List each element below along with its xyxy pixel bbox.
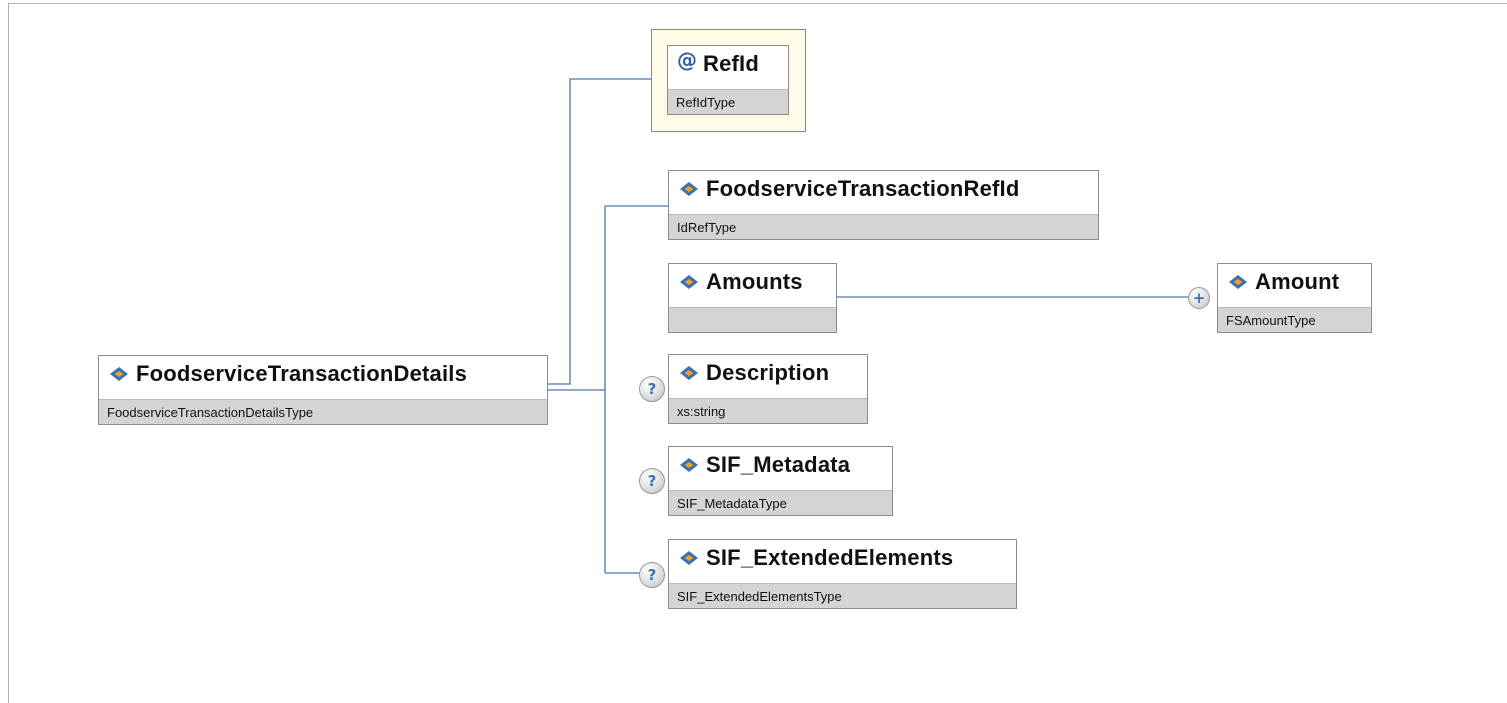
- element-icon: [680, 182, 698, 196]
- element-icon: [680, 551, 698, 565]
- element-icon: [110, 367, 128, 381]
- expand-plus-icon[interactable]: +: [1188, 287, 1210, 309]
- optional-question-icon: ?: [639, 468, 665, 494]
- amount-element-node[interactable]: Amount FSAmountType: [1217, 263, 1372, 333]
- element-name: FoodserviceTransactionDetails: [136, 361, 468, 386]
- child-element-node[interactable]: Amounts: [668, 263, 837, 333]
- element-type: SIF_MetadataType: [669, 490, 892, 515]
- connector-root-attribute: [548, 78, 651, 385]
- element-type: SIF_ExtendedElementsType: [669, 583, 1016, 608]
- attribute-node-refid[interactable]: @ RefId RefIdType: [667, 45, 789, 115]
- element-type: FSAmountType: [1218, 307, 1371, 332]
- element-name: Amounts: [706, 269, 803, 294]
- element-name: SIF_Metadata: [706, 452, 851, 477]
- attribute-name: RefId: [703, 51, 759, 76]
- child-element-node[interactable]: FoodserviceTransactionRefId IdRefType: [668, 170, 1099, 240]
- element-name: Description: [706, 360, 830, 385]
- element-icon: [680, 458, 698, 472]
- element-icon: [1229, 275, 1247, 289]
- element-type: IdRefType: [669, 214, 1098, 239]
- optional-question-icon: ?: [639, 376, 665, 402]
- attributes-group: @ RefId RefIdType: [651, 29, 806, 132]
- child-element-node[interactable]: SIF_ExtendedElements SIF_ExtendedElement…: [668, 539, 1017, 609]
- child-element-node[interactable]: SIF_Metadata SIF_MetadataType: [668, 446, 893, 516]
- child-element-node[interactable]: Description xs:string: [668, 354, 868, 424]
- element-icon: [680, 275, 698, 289]
- element-type: xs:string: [669, 398, 867, 423]
- optional-question-icon: ?: [639, 562, 665, 588]
- element-type: [669, 307, 836, 332]
- root-element-node[interactable]: FoodserviceTransactionDetails Foodservic…: [98, 355, 548, 425]
- element-name: FoodserviceTransactionRefId: [706, 176, 1020, 201]
- element-type: FoodserviceTransactionDetailsType: [99, 399, 547, 424]
- element-icon: [680, 366, 698, 380]
- diagram-canvas-frame: [8, 3, 1507, 703]
- connector-lines: [548, 78, 1188, 574]
- attribute-type: RefIdType: [668, 89, 788, 114]
- element-name: SIF_ExtendedElements: [706, 545, 954, 570]
- element-name: Amount: [1255, 269, 1340, 294]
- attribute-at-icon: @: [677, 48, 697, 72]
